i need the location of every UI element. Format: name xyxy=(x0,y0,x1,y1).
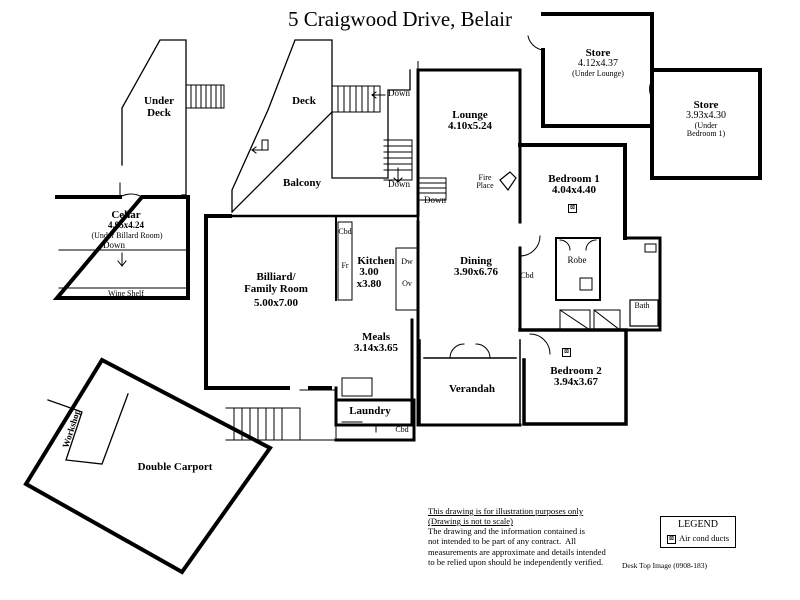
balcony-edge xyxy=(231,111,333,213)
store1-label: Store xyxy=(585,47,611,59)
bedroom1-dims: 4.04x4.40 xyxy=(552,184,596,196)
laundry-step xyxy=(299,389,337,441)
meals-label: Meals xyxy=(361,331,391,343)
disclaimer-line2: (Drawing is not to scale) xyxy=(428,516,513,527)
deck-arrow xyxy=(251,146,263,154)
fridge-label: Fr xyxy=(341,261,349,270)
north-wall xyxy=(230,213,420,224)
laundry-fixtures xyxy=(341,377,377,433)
bedroom2-label: Bedroom 2 xyxy=(550,365,602,377)
laundry-cbd-label: Cbd xyxy=(395,425,409,434)
kitchen-dims: 3.00 x3.80 xyxy=(356,266,382,290)
bedroom1-aircon-duct: ⊠ xyxy=(568,204,577,213)
store2-note: (Under Bedroom 1) xyxy=(686,121,726,139)
fire-place-label: Fire Place xyxy=(476,173,494,191)
carport-walls xyxy=(23,357,273,575)
bath-tub xyxy=(629,299,659,327)
billiard-walls xyxy=(204,214,332,390)
wine-shelf-label: Wine Shelf xyxy=(108,289,144,298)
lounge-stairs xyxy=(419,177,447,201)
toilet xyxy=(579,277,593,291)
dining-cbd-label: Cbd xyxy=(520,271,534,280)
shower1 xyxy=(559,309,591,331)
plan-title: 5 Craigwood Drive, Belair xyxy=(288,7,512,31)
laundry-stairs xyxy=(225,407,301,441)
lounge-down-label: Down xyxy=(424,195,446,205)
deck-label: Deck xyxy=(292,95,316,107)
robe-label: Robe xyxy=(567,255,587,265)
deck-stairs-right xyxy=(383,139,413,181)
dishwasher-label: Dw xyxy=(401,257,413,266)
bedroom2-aircon-duct: ⊠ xyxy=(562,348,571,357)
oven-label: Ov xyxy=(402,279,412,288)
bath-label: Bath xyxy=(634,301,650,310)
deck-outline xyxy=(231,39,411,213)
bedroom2-dims: 3.94x3.67 xyxy=(554,376,598,388)
cellar-arrow xyxy=(117,252,127,267)
billiard-label: Billiard/ Family Room xyxy=(244,271,308,295)
dining-dims: 3.90x6.76 xyxy=(454,266,498,278)
cellar-dims: 4.95x4.24 xyxy=(108,220,144,230)
disclaimer-line1: This drawing is for illustration purpose… xyxy=(428,506,584,516)
kitchen-counter xyxy=(337,221,353,301)
shower2 xyxy=(593,309,621,331)
bath-walls xyxy=(623,236,662,332)
workshop-wall xyxy=(47,393,129,465)
robe-doors xyxy=(559,239,597,251)
legend-item-label: Air cond ducts xyxy=(679,533,730,543)
cellar-door xyxy=(119,182,143,198)
laundry-box xyxy=(334,398,416,442)
store2-dims: 3.93x4.30 xyxy=(686,110,726,121)
verandah-outline xyxy=(419,339,521,426)
bedroom2-walls xyxy=(518,328,628,426)
deck-rail xyxy=(261,139,269,151)
cellar-walls xyxy=(52,195,190,300)
billiard-dims: 5.00x7.00 xyxy=(254,297,298,309)
cellar-label: Cellar xyxy=(111,209,141,221)
kitchen-label: Kitchen xyxy=(357,255,395,267)
image-code: Desk Top Image (0908-183) xyxy=(622,561,707,570)
legend: LEGEND ⊠ Air cond ducts xyxy=(660,516,736,548)
robe-walls xyxy=(555,237,601,301)
lounge-dims: 4.10x5.24 xyxy=(448,120,492,132)
store1-note: (Under Lounge) xyxy=(572,69,624,78)
balcony-arrow-down xyxy=(393,167,403,183)
under-deck-label: Under Deck xyxy=(144,95,174,119)
laundry-label: Laundry xyxy=(349,405,391,417)
verandah-label: Verandah xyxy=(448,383,496,395)
lounge-walls xyxy=(416,68,522,217)
bedroom1-label: Bedroom 1 xyxy=(548,173,600,185)
store1-dims: 4.12x4.37 xyxy=(578,58,618,69)
store2-label: Store xyxy=(693,99,719,111)
lounge-label: Lounge xyxy=(452,109,488,121)
deck-down-label: Down xyxy=(388,88,410,98)
balcony-arrow xyxy=(371,91,386,99)
balcony-label: Balcony xyxy=(283,177,321,189)
disclaimer: This drawing is for illustration purpose… xyxy=(428,506,638,567)
deck-stairs xyxy=(331,85,381,113)
legend-title: LEGEND xyxy=(678,519,718,530)
cellar-note: (Under Billard Room) xyxy=(91,231,163,240)
store2-door xyxy=(649,79,653,99)
meals-dims: 3.14x3.65 xyxy=(354,342,398,354)
store2-walls xyxy=(650,68,762,180)
bedroom2-door xyxy=(529,333,551,355)
balcony-down-label: Down xyxy=(388,179,410,189)
bedroom1-door xyxy=(519,235,541,257)
aircon-duct-icon: ⊠ xyxy=(667,535,676,544)
cellar-down-label: Down xyxy=(103,240,125,250)
verandah-doors xyxy=(449,343,491,359)
under-deck-stairs xyxy=(185,84,225,109)
store1-door xyxy=(527,35,544,51)
disclaimer-body: The drawing and the information containe… xyxy=(428,526,606,567)
kitchen-cbd-label: Cbd xyxy=(338,227,352,236)
bath-basin xyxy=(644,243,657,253)
carport-label: Double Carport xyxy=(137,461,213,473)
fire-place xyxy=(499,171,517,192)
bedroom1-walls xyxy=(518,143,627,240)
dining-label: Dining xyxy=(460,255,492,267)
